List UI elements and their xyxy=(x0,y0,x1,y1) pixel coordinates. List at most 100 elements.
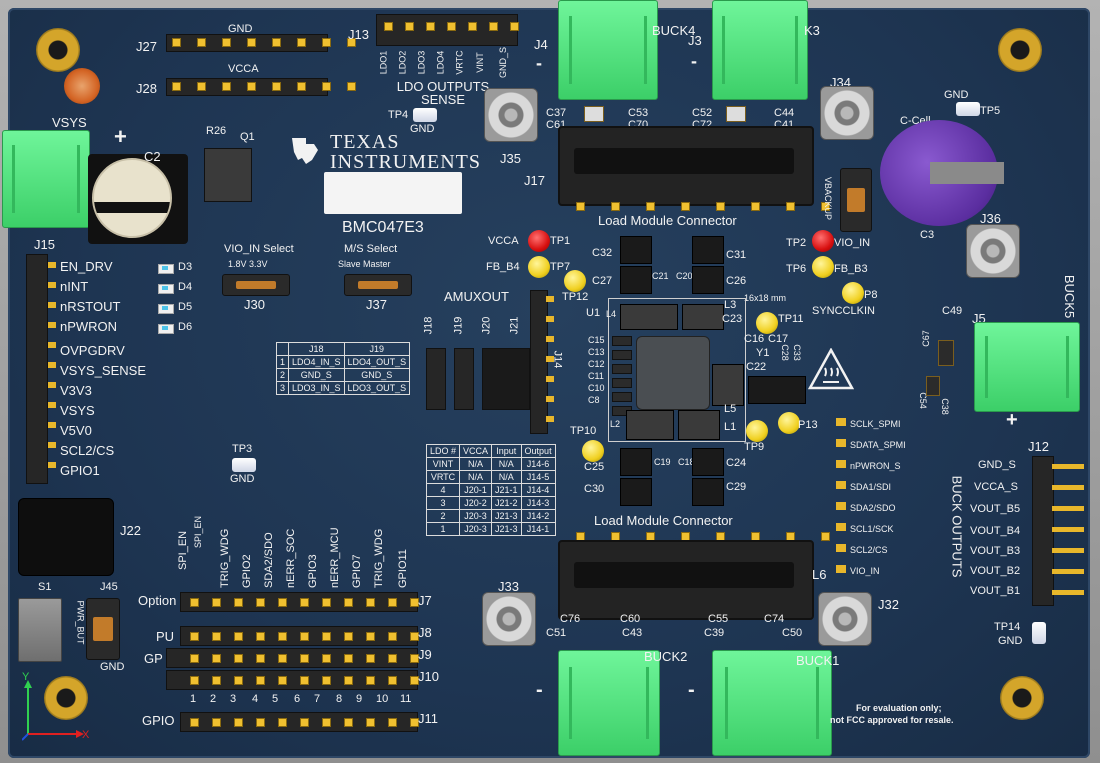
tp8-testpoint[interactable] xyxy=(842,282,864,304)
j35-sma-connector[interactable] xyxy=(484,88,538,142)
j19-label: J19 xyxy=(452,316,465,335)
tp5-label: TP5 xyxy=(980,105,1001,117)
synccklin-label: SYNCCLKIN xyxy=(812,305,875,317)
eval-note-line2: not FCC approved for resale. xyxy=(830,715,954,725)
j15-header xyxy=(26,254,48,484)
j17-label: J17 xyxy=(524,173,545,188)
table-cell: J14-5 xyxy=(520,470,556,484)
tp14-testpoint[interactable] xyxy=(1032,622,1046,644)
d5-led xyxy=(158,304,174,314)
j13-pin-ldo1: LDO1 xyxy=(378,50,389,75)
j37-label: J37 xyxy=(366,297,387,312)
j45-jumper[interactable] xyxy=(86,598,120,660)
eval-note-line1: For evaluation only; xyxy=(856,703,942,713)
j11-pins xyxy=(190,718,419,727)
ms-select-label: M/S Select xyxy=(344,243,398,255)
j45-label: J45 xyxy=(100,581,118,593)
table-header: Input xyxy=(491,444,522,458)
c37-capacitor xyxy=(584,106,604,122)
mounting-hole-top-left xyxy=(36,28,80,72)
tp12-testpoint[interactable] xyxy=(564,270,586,292)
tp4-testpoint[interactable] xyxy=(413,108,437,122)
table-cell: J21-3 xyxy=(491,509,522,523)
table-cell: 3 xyxy=(275,381,290,395)
table-row: LDO # VCCA Input Output xyxy=(425,444,556,458)
buck-outputs-label: BUCK OUTPUTS xyxy=(949,475,965,578)
c20-label: C20 xyxy=(676,271,693,281)
c74-label: C74 xyxy=(764,613,785,625)
tp5-testpoint[interactable] xyxy=(956,102,980,116)
c55-label: C55 xyxy=(708,613,729,625)
tp11-testpoint[interactable] xyxy=(756,312,778,334)
s1-power-button[interactable] xyxy=(18,598,62,662)
j34-sma-connector[interactable] xyxy=(820,86,874,140)
j11-label: J11 xyxy=(418,711,438,726)
orange-marker xyxy=(64,68,100,104)
j13-pin-ldo4: LDO4 xyxy=(435,50,446,75)
tp9-testpoint[interactable] xyxy=(746,420,768,442)
tp10-testpoint[interactable] xyxy=(582,440,604,462)
table-row: 3 J20-2 J21-2 J14-3 xyxy=(425,496,556,510)
c21b-inductor xyxy=(620,266,652,294)
tp10-label: TP10 xyxy=(570,425,597,437)
j15-pin-en-drv: EN_DRV xyxy=(60,259,113,274)
table-row: 4 J20-1 J21-1 J14-4 xyxy=(425,483,556,497)
table-cell: N/A xyxy=(459,470,493,484)
table-row: 2 GND_S GND_S xyxy=(275,368,411,382)
ti-logo-icon xyxy=(288,132,324,168)
table-header: J19 xyxy=(343,342,411,356)
tp14-gnd-label: GND xyxy=(998,635,1023,647)
mounting-hole-bottom-left xyxy=(44,676,88,720)
j13-pins xyxy=(384,22,519,31)
tp2-label: TP2 xyxy=(786,237,807,249)
table-header: Output xyxy=(520,444,556,458)
j8-pins xyxy=(190,632,419,641)
fb-b4-label: FB_B4 xyxy=(486,261,520,273)
gnd-tp5-label: GND xyxy=(944,89,969,101)
vbackup-jumper[interactable] xyxy=(840,168,872,232)
l4-inductor xyxy=(620,304,678,330)
mounting-hole-bottom-right xyxy=(1000,676,1044,720)
c52-capacitor xyxy=(726,106,746,122)
c31-inductor xyxy=(692,236,724,264)
j32-sma-connector[interactable] xyxy=(818,592,872,646)
j15-pin-vsys: VSYS xyxy=(60,403,95,418)
pin-number-5: 5 xyxy=(272,693,279,705)
c31-label: C31 xyxy=(726,249,747,261)
tp2-testpoint[interactable] xyxy=(812,230,834,252)
j8-label: J8 xyxy=(418,625,432,640)
table-cell: 2 xyxy=(425,509,461,523)
c16-label: C16 xyxy=(744,333,765,345)
d3-led xyxy=(158,264,174,274)
j15-pin-npwron: nPWRON xyxy=(60,319,118,334)
tp7-testpoint[interactable] xyxy=(528,256,550,278)
header-col-spi-en: SPI_EN xyxy=(177,530,189,570)
j45-gnd-label: GND xyxy=(100,661,125,673)
header-col-nerr-mcu: nERR_MCU xyxy=(329,527,341,588)
table-row: J18 J19 xyxy=(275,342,411,356)
header-col-trig-wdg-2: TRIG_WDG xyxy=(373,528,385,588)
j15-pin-vsys-sense: VSYS_SENSE xyxy=(60,363,146,378)
j30-jumper[interactable] xyxy=(222,274,290,296)
spmi-pin-sda1-sdi: SDA1/SDI xyxy=(850,482,892,492)
j36-sma-connector[interactable] xyxy=(966,224,1020,278)
tp1-testpoint[interactable] xyxy=(528,230,550,252)
tp3-testpoint[interactable] xyxy=(232,458,256,472)
table-cell: N/A xyxy=(491,470,522,484)
c41-label: C41 xyxy=(774,119,795,131)
l5-inductor xyxy=(712,364,744,406)
j12-pin-vout-b3: VOUT_B3 xyxy=(970,545,1021,557)
small-capacitor-bank xyxy=(612,336,632,416)
tp6-testpoint[interactable] xyxy=(812,256,834,278)
j12-pin-vcca-s: VCCA_S xyxy=(974,481,1019,493)
table-cell: N/A xyxy=(491,457,522,471)
c8-label: C8 xyxy=(588,395,600,405)
j15-pin-scl2-cs: SCL2/CS xyxy=(60,443,115,458)
j37-jumper[interactable] xyxy=(344,274,412,296)
table-cell: VINT xyxy=(425,457,461,471)
c15-label: C15 xyxy=(588,335,605,345)
j33-sma-connector[interactable] xyxy=(482,592,536,646)
buck2-minus: - xyxy=(536,679,543,701)
c23-label: C23 xyxy=(722,313,743,325)
tp13-testpoint[interactable] xyxy=(778,412,800,434)
